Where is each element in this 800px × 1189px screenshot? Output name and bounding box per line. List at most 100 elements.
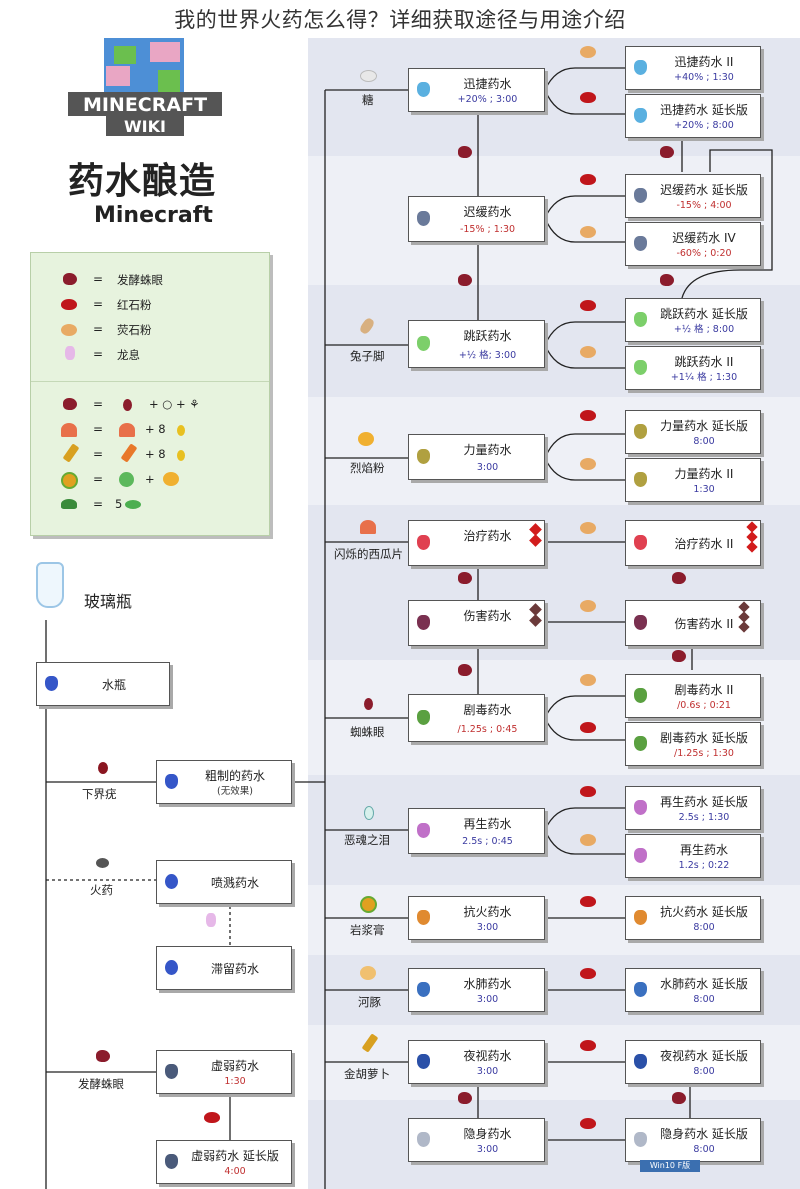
node-effect: 8:00 — [693, 994, 715, 1005]
node-name: 虚弱药水 延长版 — [191, 1149, 279, 1163]
slimeball-icon — [119, 472, 134, 487]
node-name: 剧毒药水 — [463, 703, 512, 717]
node-name: 迅捷药水 — [463, 77, 512, 91]
node-name: 力量药水 II — [674, 467, 734, 481]
legend-label: 红石粉 — [117, 298, 152, 312]
slowness-iv-potion-node: 迟缓药水 IV -60% ; 0:20 — [625, 222, 761, 266]
potion-icon — [634, 910, 647, 925]
legend-panel: = 发酵蛛眼 = 红石粉 = 荧石粉 = 龙息 = + ○ + ⚘ = + 8 … — [30, 252, 270, 536]
redstone-dust-icon — [580, 300, 596, 311]
potion-icon — [417, 1132, 430, 1147]
harming-potion-node: 伤害药水 — [408, 600, 545, 646]
scute-icon — [125, 500, 141, 509]
regeneration-ii-potion-node: 再生药水 1.2s ; 0:22 — [625, 834, 761, 878]
subheading: Minecraft — [94, 203, 213, 228]
recipe-parts: + — [145, 472, 155, 486]
leaping-ii-potion-node: 跳跃药水 II +1¼ 格 ; 1:30 — [625, 346, 761, 390]
node-effect: 1:30 — [693, 484, 715, 495]
node-effect: +20% ; 8:00 — [674, 120, 734, 131]
node-name: 夜视药水 — [463, 1049, 512, 1063]
node-effect: +20% ; 3:00 — [457, 94, 518, 105]
potion-icon — [634, 472, 647, 487]
fermented-spider-eye-icon — [660, 274, 674, 286]
legend-eq: = — [93, 397, 104, 411]
glowstone-dust-icon — [580, 346, 596, 358]
node-effect: +1¼ 格 ; 1:30 — [670, 372, 738, 383]
node-name: 水瓶 — [101, 678, 126, 692]
strength-potion-node: 力量药水 3:00 — [408, 434, 545, 480]
potion-icon — [417, 535, 430, 550]
node-name: 跳跃药水 — [463, 329, 512, 343]
node-name: 隐身药水 延长版 — [660, 1127, 748, 1141]
pufferfish-icon — [360, 966, 376, 980]
node-effect: (无效果) — [217, 786, 253, 797]
blaze-powder-icon — [358, 432, 374, 446]
node-effect: 8:00 — [693, 922, 715, 933]
potion-icon — [417, 982, 430, 997]
ghast-tear-icon — [364, 806, 374, 820]
fermented-spider-eye-icon — [672, 1092, 686, 1104]
node-name: 水肺药水 延长版 — [660, 977, 748, 991]
node-effect: 4:00 — [224, 1166, 246, 1177]
node-effect: 2.5s ; 0:45 — [462, 836, 513, 847]
node-effect: /0.6s ; 0:21 — [677, 700, 731, 711]
node-name: 迅捷药水 II — [674, 55, 734, 69]
magma-cream-icon — [61, 472, 78, 489]
legend-eq: = — [93, 472, 104, 486]
legend-eq: = — [93, 422, 104, 436]
recipe-parts: + ○ + ⚘ — [149, 397, 200, 411]
potion-icon — [634, 848, 647, 863]
potion-icon — [634, 360, 647, 375]
redstone-dust-icon — [580, 92, 596, 103]
potion-icon — [634, 424, 647, 439]
strength-ii-potion-node: 力量药水 II 1:30 — [625, 458, 761, 502]
node-name: 水肺药水 — [463, 977, 512, 991]
redstone-dust-icon — [204, 1112, 220, 1123]
node-effect: 1.2s ; 0:22 — [678, 860, 730, 871]
node-effect: -15% ; 4:00 — [676, 200, 732, 211]
spider-eye-icon — [364, 698, 373, 710]
glistering-melon-icon — [360, 520, 376, 534]
dragon-breath-icon — [65, 346, 75, 360]
magma-cream-icon — [360, 896, 377, 913]
glass-bottle-label: 玻璃瓶 — [84, 592, 133, 611]
swiftness-potion-node: 迅捷药水 +20% ; 3:00 — [408, 68, 545, 112]
splash-potion-node: 喷溅药水 — [156, 860, 292, 904]
node-effect: /1.25s ; 1:30 — [674, 748, 734, 759]
fermented-spider-eye-icon — [672, 572, 686, 584]
logo-line-1: MINECRAFT — [83, 94, 207, 116]
legend-eq: = — [93, 272, 104, 286]
glowstone-dust-icon — [580, 226, 596, 238]
legend-divider — [31, 381, 269, 382]
node-effect: 2.5s ; 1:30 — [678, 812, 730, 823]
node-effect: -15% ; 1:30 — [459, 224, 516, 235]
redstone-dust-icon — [580, 968, 596, 979]
swiftness-long-potion-node: 迅捷药水 延长版 +20% ; 8:00 — [625, 94, 761, 138]
slowness-long-potion-node: 迟缓药水 延长版 -15% ; 4:00 — [625, 174, 761, 218]
glowstone-dust-icon — [580, 458, 596, 470]
node-name: 跳跃药水 延长版 — [660, 307, 748, 321]
weakness-potion-node: 虚弱药水 1:30 — [156, 1050, 292, 1094]
potion-icon — [634, 535, 647, 550]
node-name: 力量药水 — [463, 443, 512, 457]
potion-icon — [417, 823, 430, 838]
node-name: 抗火药水 — [463, 905, 512, 919]
regeneration-potion-node: 再生药水 2.5s ; 0:45 — [408, 808, 545, 854]
turtle-shell-icon — [61, 499, 77, 509]
potion-icon — [634, 108, 647, 123]
redstone-dust-icon — [580, 786, 596, 797]
potion-icon — [417, 710, 430, 725]
heart-icon-stack — [529, 523, 542, 547]
redstone-dust-icon — [61, 299, 77, 310]
node-effect: +½ 格; 3:00 — [458, 350, 517, 361]
potion-icon — [417, 449, 430, 464]
legend-eq: = — [93, 497, 104, 511]
potion-icon — [165, 774, 178, 789]
legend-eq: = — [93, 347, 104, 361]
dark-heart-icon-stack — [529, 603, 542, 627]
ingredient-label: 发酵蛛眼 — [78, 1077, 124, 1091]
swiftness-ii-potion-node: 迅捷药水 II +40% ; 1:30 — [625, 46, 761, 90]
potion-icon — [417, 615, 430, 630]
fermented-spider-eye-icon — [458, 572, 472, 584]
page-title: 我的世界火药怎么得？详细获取途径与用途介绍 — [174, 8, 626, 32]
